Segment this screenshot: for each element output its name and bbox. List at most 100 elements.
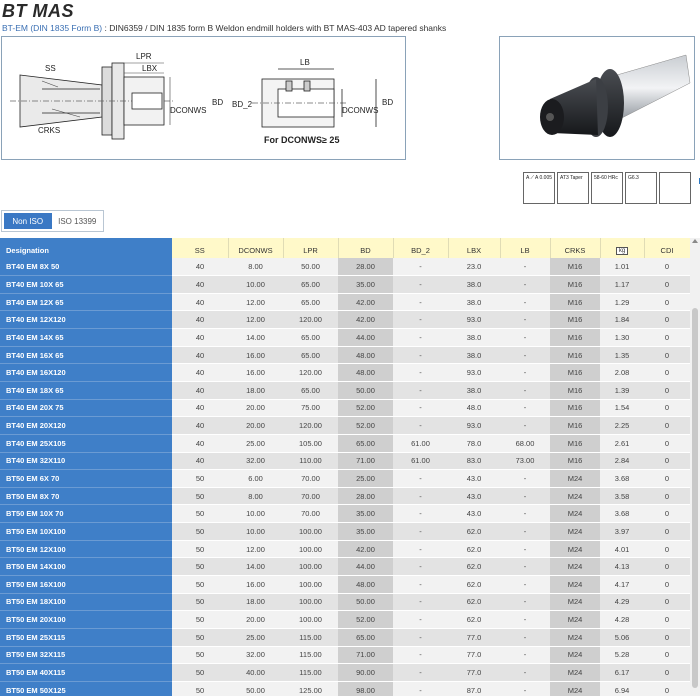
column-header[interactable]: BD	[338, 238, 394, 258]
column-header[interactable]: CRKS	[550, 238, 601, 258]
table-cell: -	[500, 663, 550, 682]
table-cell: 65.00	[283, 328, 338, 347]
table-cell: 4.17	[600, 575, 644, 594]
table-cell: 40.00	[228, 663, 283, 682]
table-cell: 120.00	[283, 416, 338, 435]
column-header[interactable]: DCONWS	[228, 238, 284, 258]
table-cell: -	[500, 593, 550, 612]
table-cell: 0	[644, 540, 690, 559]
column-header[interactable]: Designation	[0, 238, 172, 258]
table-cell: 125.00	[283, 681, 338, 696]
table-cell: 48.00	[338, 346, 393, 365]
subtitle-separator: :	[102, 23, 110, 33]
holder-side-view	[10, 62, 174, 140]
table-cell: -	[393, 399, 448, 418]
clamping-icon	[659, 172, 691, 204]
column-header[interactable]: LPR	[283, 238, 339, 258]
table-cell: 50	[172, 557, 228, 577]
tab-iso-13399[interactable]: ISO 13399	[58, 216, 97, 226]
column-header[interactable]: BD_2	[393, 238, 449, 258]
table-cell: 65.00	[283, 275, 338, 294]
tab-non-iso[interactable]: Non ISO	[4, 213, 52, 229]
scroll-up-arrow[interactable]	[692, 239, 698, 243]
table-cell: 35.00	[338, 504, 393, 524]
table-cell: 0	[644, 504, 690, 524]
table-cell: 16.00	[228, 346, 283, 365]
column-header-weight[interactable]: kg	[600, 238, 645, 258]
table-cell: 50	[172, 681, 228, 696]
table-cell: M24	[550, 575, 600, 594]
column-header[interactable]: LBX	[448, 238, 501, 258]
column-header[interactable]: LB	[500, 238, 551, 258]
holder-section-view	[252, 68, 377, 128]
column-header[interactable]: SS	[172, 238, 229, 258]
table-cell: 70.00	[283, 469, 338, 488]
drawing-note: For DCONWS≥ 25	[264, 135, 339, 145]
table-cell: 0	[644, 487, 690, 506]
table-cell: 52.00	[338, 610, 393, 629]
table-cell: 2.08	[600, 363, 644, 382]
table-cell: 87.0	[448, 681, 500, 696]
table-cell: 65.00	[283, 381, 338, 400]
table-cell: M24	[550, 504, 600, 524]
holder-dimension-lines	[41, 62, 171, 125]
designation-cell: BT50 EM 16X100	[0, 575, 172, 594]
table-cell: -	[500, 575, 550, 594]
product-image	[540, 54, 691, 137]
vertical-scrollbar[interactable]	[690, 238, 700, 696]
table-cell: 32.00	[228, 646, 283, 665]
table-cell: 1.29	[600, 293, 644, 312]
label-bd2: BD_2	[232, 100, 253, 109]
designation-cell: BT50 EM 25X115	[0, 628, 172, 647]
table-cell: -	[393, 575, 448, 594]
table-cell: -	[500, 681, 550, 696]
table-cell: M24	[550, 646, 600, 665]
scroll-thumb[interactable]	[692, 308, 698, 688]
table-cell: 20.00	[228, 399, 283, 418]
holder-drawing: SS LPR LBX BD DCONWS CRKS LB BD_2 DCONWS…	[10, 52, 393, 145]
column-header[interactable]: CDI	[644, 238, 690, 258]
table-cell: -	[393, 469, 448, 488]
table-cell: 28.00	[338, 487, 393, 506]
table-cell: 25.00	[338, 469, 393, 488]
table-cell: 23.0	[448, 258, 500, 277]
table-cell: -	[500, 399, 550, 418]
label-lbx: LBX	[142, 64, 158, 73]
table-cell: 77.0	[448, 646, 500, 665]
table-cell: -	[393, 275, 448, 294]
table-cell: -	[500, 416, 550, 435]
table-cell: 70.00	[283, 504, 338, 524]
table-cell: 52.00	[338, 416, 393, 435]
table-cell: 8.00	[228, 487, 283, 506]
table-cell: 32.00	[228, 452, 283, 471]
designation-cell: BT50 EM 40X115	[0, 663, 172, 682]
table-cell: 50	[172, 628, 228, 647]
